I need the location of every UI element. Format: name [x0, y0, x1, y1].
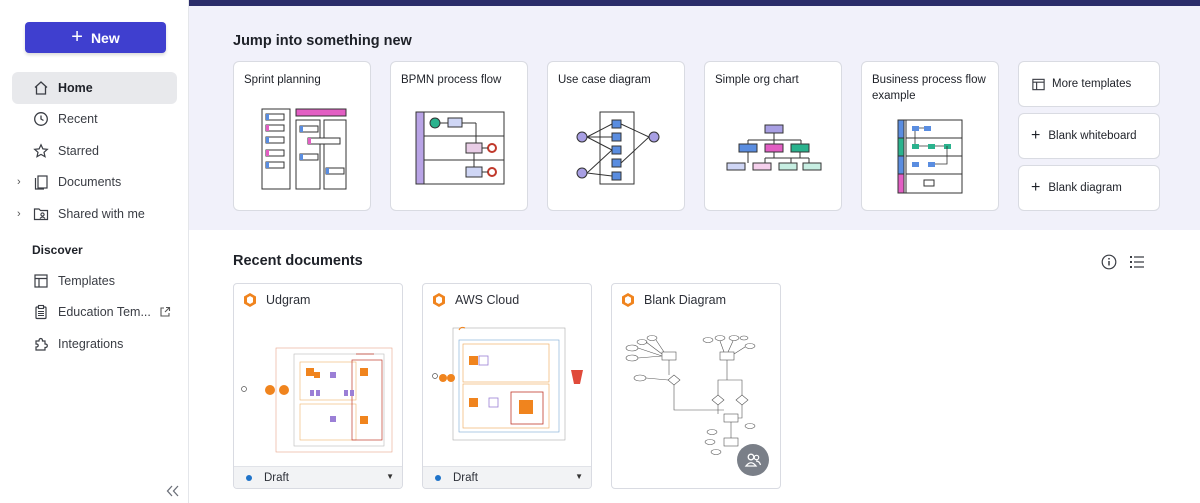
plus-icon: +: [71, 25, 83, 48]
lucid-logo-icon: [431, 292, 447, 308]
sidebar-item-label: Education Tem...: [58, 305, 151, 320]
document-card-blank-diagram[interactable]: Blank Diagram: [611, 283, 781, 489]
caret-down-icon[interactable]: ▼: [386, 472, 394, 481]
home-icon: [32, 79, 50, 97]
templates-icon: [32, 272, 50, 290]
plus-icon: +: [1031, 127, 1041, 144]
lucid-logo-icon: [242, 292, 258, 308]
sidebar: + New Home Recent Starred › Docu: [0, 0, 189, 503]
templates-icon: [1031, 77, 1046, 92]
aws-cloud-thumbnail: [432, 326, 583, 441]
document-name: AWS Cloud: [455, 293, 520, 307]
sidebar-nav: Home Recent Starred › Documents ›: [12, 72, 177, 230]
document-card-udgram[interactable]: Udgram Draft ▼: [233, 283, 403, 489]
sidebar-item-label: Shared with me: [58, 206, 145, 221]
sidebar-item-education-templates[interactable]: Education Tem...: [12, 297, 177, 329]
bpmn-thumbnail: [415, 111, 505, 185]
document-header: Blank Diagram: [620, 292, 726, 308]
sidebar-item-label: Recent: [58, 112, 98, 127]
lucid-logo-icon: [620, 292, 636, 308]
sidebar-item-templates[interactable]: Templates: [12, 265, 177, 297]
template-card-label: Business process flow example: [872, 74, 986, 102]
chevron-right-icon[interactable]: ›: [17, 176, 21, 189]
business-process-thumbnail: [897, 119, 963, 194]
recent-documents-heading: Recent documents: [233, 253, 363, 269]
document-header: Udgram: [242, 292, 310, 308]
document-status: Draft: [453, 471, 478, 484]
sidebar-item-label: Templates: [58, 273, 115, 288]
blank-diagram-button[interactable]: + Blank diagram: [1018, 165, 1160, 211]
template-card-label: BPMN process flow: [401, 74, 502, 86]
template-card-label: Sprint planning: [244, 74, 321, 86]
template-card-label: Simple org chart: [715, 74, 799, 86]
template-card-use-case[interactable]: Use case diagram: [547, 61, 685, 211]
clipboard-icon: [32, 303, 50, 321]
draft-dot-icon: [435, 474, 441, 481]
discover-nav: Templates Education Tem... Integrations: [12, 265, 177, 360]
more-templates-label: More templates: [1052, 78, 1132, 90]
document-header: AWS Cloud: [431, 292, 519, 308]
puzzle-icon: [32, 335, 50, 353]
users-icon: [744, 452, 762, 468]
documents-icon: [32, 173, 50, 191]
sidebar-item-label: Starred: [58, 143, 99, 158]
discover-heading: Discover: [32, 243, 83, 257]
list-view-icon[interactable]: [1129, 254, 1145, 275]
sidebar-item-shared[interactable]: › Shared with me: [12, 198, 177, 230]
clock-icon: [32, 110, 50, 128]
shared-folder-icon: [32, 205, 50, 223]
sidebar-item-starred[interactable]: Starred: [12, 135, 177, 167]
template-card-bpmn[interactable]: BPMN process flow: [390, 61, 528, 211]
draft-dot-icon: [246, 474, 252, 481]
blank-whiteboard-button[interactable]: + Blank whiteboard: [1018, 113, 1160, 159]
document-name: Udgram: [266, 293, 311, 307]
templates-hero: Jump into something new Sprint planning …: [189, 6, 1200, 230]
plus-icon: +: [1031, 179, 1041, 196]
sprint-planning-thumbnail: [261, 108, 347, 190]
sidebar-item-integrations[interactable]: Integrations: [12, 328, 177, 360]
document-card-aws-cloud[interactable]: AWS Cloud Draft ▼: [422, 283, 592, 489]
blank-whiteboard-label: Blank whiteboard: [1048, 130, 1137, 142]
document-name: Blank Diagram: [644, 293, 726, 307]
sidebar-item-label: Documents: [58, 175, 122, 190]
template-card-sprint-planning[interactable]: Sprint planning: [233, 61, 371, 211]
collaborators-button[interactable]: [737, 444, 769, 476]
use-case-thumbnail: [576, 111, 660, 185]
document-status: Draft: [264, 471, 289, 484]
sidebar-item-label: Integrations: [58, 336, 124, 351]
new-button[interactable]: + New: [25, 22, 166, 53]
collapse-sidebar-icon[interactable]: [166, 484, 180, 502]
document-status-bar[interactable]: Draft ▼: [234, 466, 402, 488]
hero-title: Jump into something new: [233, 33, 412, 49]
sidebar-item-label: Home: [58, 80, 93, 95]
blank-diagram-thumbnail: [625, 335, 756, 455]
org-chart-thumbnail: [726, 124, 822, 171]
star-icon: [32, 142, 50, 160]
sidebar-item-home[interactable]: Home: [12, 72, 177, 104]
template-card-label: Use case diagram: [558, 74, 651, 86]
sidebar-item-recent[interactable]: Recent: [12, 104, 177, 136]
sidebar-item-documents[interactable]: › Documents: [12, 167, 177, 199]
blank-diagram-label: Blank diagram: [1048, 182, 1122, 194]
new-button-label: New: [90, 29, 120, 46]
external-link-icon: [159, 306, 171, 318]
caret-down-icon[interactable]: ▼: [575, 472, 583, 481]
info-icon[interactable]: [1101, 254, 1117, 275]
template-card-business-process[interactable]: Business process flow example: [861, 61, 999, 211]
udgram-thumbnail: [241, 347, 393, 453]
more-templates-button[interactable]: More templates: [1018, 61, 1160, 107]
chevron-right-icon[interactable]: ›: [17, 207, 21, 220]
document-status-bar[interactable]: Draft ▼: [423, 466, 591, 488]
top-bar: [189, 0, 1200, 6]
template-card-org-chart[interactable]: Simple org chart: [704, 61, 842, 211]
